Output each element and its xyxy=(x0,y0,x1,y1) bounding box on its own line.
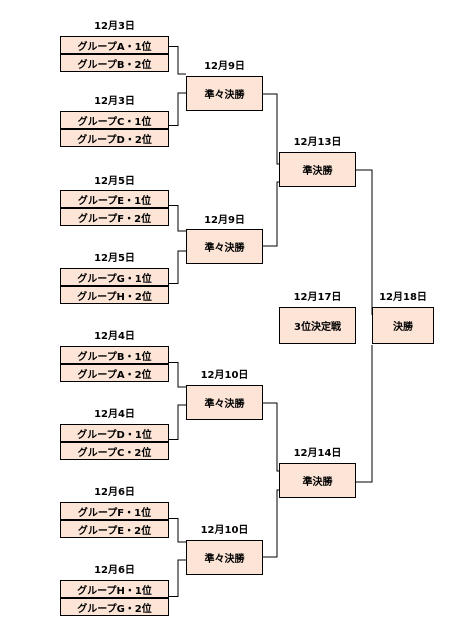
match-date: 12月3日 xyxy=(94,96,135,107)
connector-line xyxy=(263,181,279,247)
connector-line xyxy=(169,518,186,543)
team-slot: グループG・1位 xyxy=(60,268,169,286)
team-slot: グループD・2位 xyxy=(60,129,169,147)
match-date: 12月10日 xyxy=(200,525,249,536)
connector-line xyxy=(263,489,279,558)
match-date: 12月5日 xyxy=(94,176,135,187)
team-slot: グループB・2位 xyxy=(60,54,169,72)
team-slot: グループH・1位 xyxy=(60,580,169,598)
connector-line xyxy=(169,46,186,75)
quarterfinal-box: 準々決勝 xyxy=(186,385,263,420)
team-slot: グループA・2位 xyxy=(60,364,169,382)
semifinal-box: 準決勝 xyxy=(279,463,356,498)
match-date: 12月3日 xyxy=(94,21,135,32)
connector-line xyxy=(356,345,373,483)
match-date: 12月17日 xyxy=(293,292,342,303)
connector-line xyxy=(263,93,279,165)
match-date: 12月9日 xyxy=(204,61,245,72)
match-date: 12月18日 xyxy=(379,292,427,303)
connector-line xyxy=(356,169,373,315)
connector-line xyxy=(169,205,186,232)
team-slot: グループE・1位 xyxy=(60,190,169,208)
team-slot: グループA・1位 xyxy=(60,36,169,54)
match-date: 12月6日 xyxy=(94,565,135,576)
match-date: 12月4日 xyxy=(94,409,135,420)
connector-line xyxy=(169,250,186,284)
connector-line xyxy=(263,402,279,472)
match-date: 12月6日 xyxy=(94,487,135,498)
match-date: 12月10日 xyxy=(200,370,249,381)
match-date: 12月5日 xyxy=(94,253,135,264)
team-slot: グループC・2位 xyxy=(60,442,169,460)
connector-line xyxy=(169,559,186,597)
third-place-box: 3位決定戦 xyxy=(279,307,356,344)
team-slot: グループE・2位 xyxy=(60,520,169,538)
team-slot: グループG・2位 xyxy=(60,598,169,616)
quarterfinal-box: 準々決勝 xyxy=(186,540,263,575)
match-date: 12月13日 xyxy=(293,137,342,148)
team-slot: グループB・1位 xyxy=(60,346,169,364)
team-slot: グループD・1位 xyxy=(60,424,169,442)
team-slot: グループF・2位 xyxy=(60,208,169,226)
connector-line xyxy=(169,92,186,126)
match-date: 12月14日 xyxy=(293,448,342,459)
team-slot: グループH・2位 xyxy=(60,286,169,304)
connector-line xyxy=(169,362,186,388)
final-box: 決勝 xyxy=(372,307,434,344)
semifinal-box: 準決勝 xyxy=(279,152,356,187)
team-slot: グループF・1位 xyxy=(60,502,169,520)
quarterfinal-box: 準々決勝 xyxy=(186,229,263,264)
match-date: 12月4日 xyxy=(94,331,135,342)
team-slot: グループC・1位 xyxy=(60,111,169,129)
connector-line xyxy=(169,404,186,440)
quarterfinal-box: 準々決勝 xyxy=(186,76,263,111)
match-date: 12月9日 xyxy=(204,215,245,226)
